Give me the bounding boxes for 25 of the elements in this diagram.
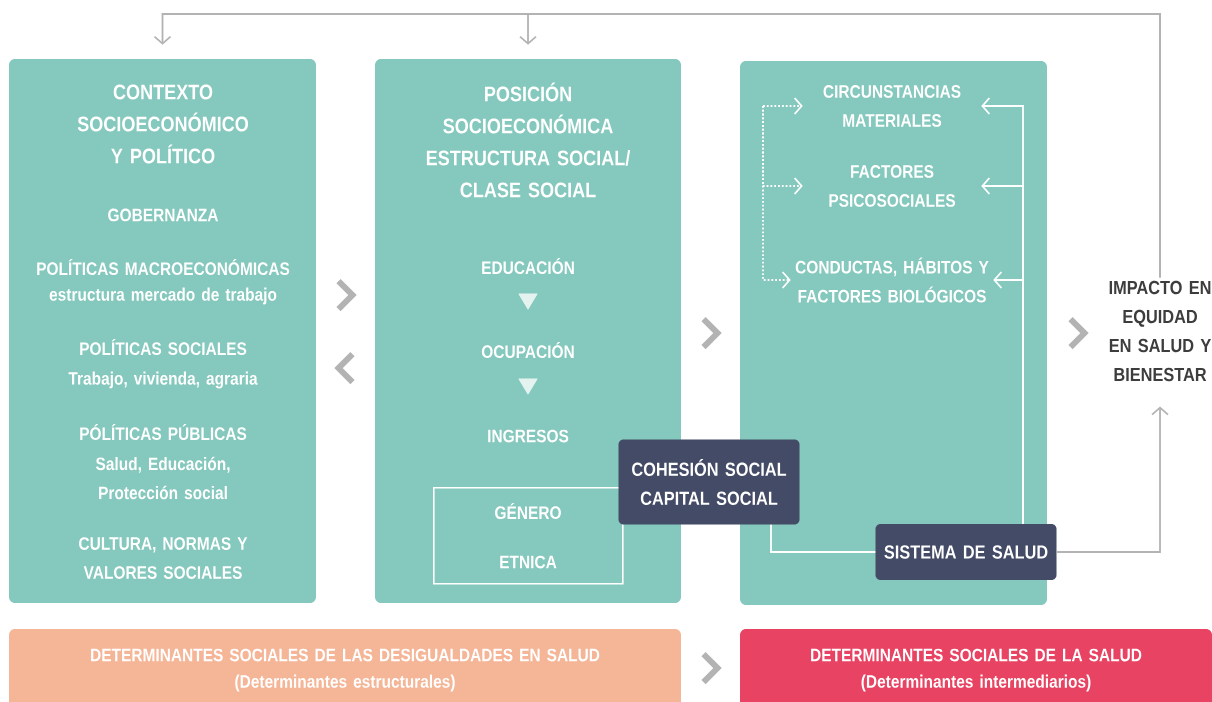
arrow <box>1055 406 1169 553</box>
chevron-arrow <box>334 351 355 385</box>
text-item: CIRCUNSTANCIAS MATERIALES <box>823 85 961 127</box>
band: DETERMINANTES SOCIALES DE LA SALUD (Determinantes intermediarios) <box>740 629 1212 702</box>
arrow <box>993 271 1024 525</box>
text-item: INGRESOS <box>488 429 569 443</box>
connector-line <box>770 523 877 553</box>
arrow <box>762 105 791 289</box>
arrow <box>519 13 1161 279</box>
text-item: FACTORES PSICOSOCIALES <box>829 165 956 207</box>
chevron-arrow <box>1068 316 1089 350</box>
chevron-arrow <box>336 278 357 312</box>
band: DETERMINANTES SOCIALES DE LAS DESIGUALDADES EN SALUD (Determinantes estructurales) <box>9 629 681 702</box>
text-item: CONDUCTAS, HÁBITOS Y FACTORES BIOLÓGICOS <box>795 257 989 303</box>
outlined-box: GÉNERO ETNICA <box>433 487 624 585</box>
triangle-arrow <box>518 293 538 310</box>
dark-box: COHESIÓN SOCIAL CAPITAL SOCIAL <box>618 439 800 525</box>
triangle-arrow <box>518 378 538 395</box>
text-item: EDUCACIÓN <box>482 257 574 275</box>
text-item: OCUPACIÓN <box>481 341 574 359</box>
chevron-arrow <box>701 651 722 685</box>
panel: CONTEXTO SOCIOECONÓMICO Y POLÍTICO GOBERNANZA POLÍTICAS MACROECONÓMICAS estructura mercado de trabajo POLÍTICAS SOCIALES Trabajo, vivienda, agraria PÓLÍTICAS PÚBLICAS Salud, Educación, Protección social CULTURA, NORMAS Y VALORES SOCIALES <box>9 59 316 603</box>
arrow <box>762 97 803 115</box>
outcome-text: IMPACTO EN EQUIDAD EN SALUD Y BIENESTAR <box>1109 280 1211 382</box>
chevron-arrow <box>701 316 722 350</box>
